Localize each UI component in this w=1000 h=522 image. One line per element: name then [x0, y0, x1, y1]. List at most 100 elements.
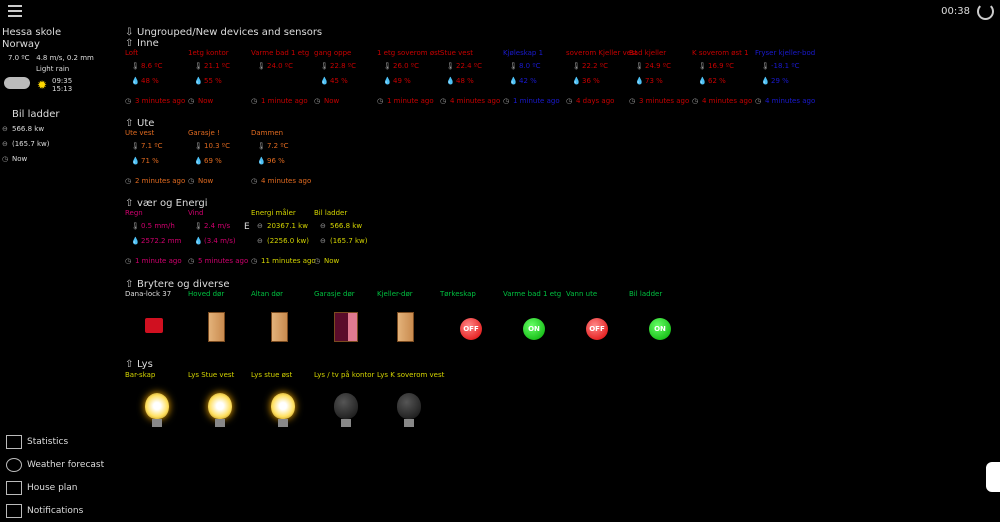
sunset: 15:13: [52, 85, 73, 93]
sensor-name: soverom Kjeller vest: [566, 49, 638, 57]
lightbulb-on-icon[interactable]: [208, 393, 232, 427]
nav-house-plan[interactable]: House plan: [6, 476, 104, 499]
sensor-card[interactable]: Varme bad 1 etg🌡24.0 ºC◷1 minute ago: [251, 49, 314, 107]
sensor-time-row: ◷4 minutes ago: [251, 177, 311, 185]
section-ute[interactable]: ⇧Ute: [125, 118, 154, 129]
bulb-glass: [271, 393, 295, 419]
sensor-value-row: 🌡-18.1 ºC: [761, 62, 800, 70]
switch-card[interactable]: Hoved dør: [188, 290, 251, 350]
refresh-icon[interactable]: [977, 3, 994, 20]
section-brytere[interactable]: ⇧Brytere og diverse: [125, 279, 230, 290]
on-button-icon[interactable]: ON: [649, 318, 671, 340]
section-title: Brytere og diverse: [137, 279, 230, 290]
last-update: Now: [198, 97, 214, 105]
sensor-card[interactable]: soverom Kjeller vest🌡22.2 ºC💧36 %◷4 days…: [566, 49, 637, 107]
sensor-card[interactable]: Kjøleskap 1🌡8.0 ºC💧42 %◷1 minute ago: [503, 49, 566, 107]
light-card[interactable]: Lys K soverom vest: [377, 371, 444, 431]
humidity-icon: 💧: [194, 77, 203, 85]
sensor-card[interactable]: Loft🌡8.6 ºC💧48 %◷3 minutes ago: [125, 49, 188, 107]
sensor-card[interactable]: Dammen🌡7.2 ºC💧96 %◷4 minutes ago: [251, 129, 314, 187]
sensor-value: 20367.1 kw: [267, 222, 308, 230]
sensor-time-row: ◷4 minutes ago: [692, 97, 752, 105]
off-button-icon[interactable]: OFF: [586, 318, 608, 340]
sensor-card[interactable]: K soverom øst 1🌡16.9 ºC💧62 %◷4 minutes a…: [692, 49, 755, 107]
light-card[interactable]: Bar-skap: [125, 371, 188, 431]
on-button-icon[interactable]: ON: [523, 318, 545, 340]
sensor-value: 55 %: [204, 77, 222, 85]
nav-weather-forecast[interactable]: Weather forecast: [6, 453, 104, 476]
section-ungrouped[interactable]: ⇩Ungrouped/New devices and sensors: [125, 27, 322, 38]
sensor-card[interactable]: gang oppe🌡22.8 ºC💧45 %◷Now: [314, 49, 377, 107]
clock-icon: ◷: [251, 257, 258, 265]
sunrise: 09:35: [52, 77, 73, 85]
sensor-card[interactable]: Vind🌡2.4 m/s💧(3.4 m/s)◷5 minutes ago: [188, 209, 251, 267]
thermometer-icon: 🌡: [761, 62, 770, 70]
thermometer-icon: 🌡: [257, 62, 266, 70]
sensor-card[interactable]: Stue vest🌡22.4 ºC💧48 %◷4 minutes ago: [440, 49, 503, 107]
lightbulb-off-icon[interactable]: [397, 393, 421, 427]
section-inne[interactable]: ⇧Inne: [125, 38, 159, 49]
last-update: 1 minute ago: [513, 97, 560, 105]
switch-card[interactable]: Altan dør: [251, 290, 314, 350]
door-open-icon[interactable]: [334, 312, 358, 342]
side-panel-toggle-button[interactable]: [986, 462, 1000, 492]
bulb-glass: [208, 393, 232, 419]
switch-card[interactable]: Kjeller-dør: [377, 290, 440, 350]
lightbulb-off-icon[interactable]: [334, 393, 358, 427]
light-card[interactable]: Lys Stue vest: [188, 371, 251, 431]
sensor-value-row: 💧48 %: [131, 77, 159, 85]
sensor-value: 8.6 ºC: [141, 62, 163, 70]
bulb-base: [341, 419, 351, 427]
sensor-card[interactable]: 1 etg soverom øst🌡26.0 ºC💧49 %◷1 minute …: [377, 49, 441, 107]
unlocked-padlock-icon[interactable]: [145, 318, 163, 333]
hamburger-menu-icon[interactable]: [8, 5, 22, 17]
last-update: 3 minutes ago: [135, 97, 186, 105]
off-button-icon[interactable]: OFF: [460, 318, 482, 340]
sensor-value-row: 💧73 %: [635, 77, 663, 85]
sensor-value-row: 💧45 %: [320, 77, 348, 85]
switch-card[interactable]: Dana-lock 37: [125, 290, 188, 350]
door-closed-icon[interactable]: [271, 312, 288, 342]
sensor-value: 2.4 m/s: [204, 222, 231, 230]
sensor-name: 1etg kontor: [188, 49, 229, 57]
thermometer-icon: 🌡: [509, 62, 518, 70]
last-update: 2 minutes ago: [135, 177, 186, 185]
last-update: 1 minute ago: [261, 97, 308, 105]
door-closed-icon[interactable]: [397, 312, 414, 342]
sensor-card[interactable]: Bil ladder⊖566.8 kw⊖(165.7 kw)◷Now: [314, 209, 377, 267]
sensor-card[interactable]: Ute vest🌡7.1 ºC💧71 %◷2 minutes ago: [125, 129, 188, 187]
sensor-value: 22.4 ºC: [456, 62, 482, 70]
sensor-value: 71 %: [141, 157, 159, 165]
sensor-card[interactable]: Fryser kjeller-bod🌡-18.1 ºC💧29 %◷4 minut…: [755, 49, 818, 107]
nav-statistics[interactable]: Statistics: [6, 430, 104, 453]
light-card[interactable]: Lys stue øst: [251, 371, 314, 431]
thermometer-icon: 🌡: [131, 62, 140, 70]
arrow-up-icon: ⇧: [125, 279, 134, 290]
switch-card[interactable]: Garasje dør: [314, 290, 377, 350]
lightbulb-on-icon[interactable]: [271, 393, 295, 427]
sensor-card[interactable]: 1etg kontor🌡21.1 ºC💧55 %◷Now: [188, 49, 251, 107]
clock-icon: ◷: [188, 177, 195, 185]
sensor-value-row: 🌡24.0 ºC: [257, 62, 293, 70]
sensor-value-row: 💧69 %: [194, 157, 222, 165]
sensor-value: 48 %: [141, 77, 159, 85]
door-closed-icon[interactable]: [208, 312, 225, 342]
sensor-value-row: 💧2572.2 mm: [131, 237, 181, 245]
light-card[interactable]: Lys / tv på kontor: [314, 371, 377, 431]
sensor-value-row: 💧55 %: [194, 77, 222, 85]
nav-notifications[interactable]: Notifications: [6, 499, 104, 522]
lightbulb-on-icon[interactable]: [145, 393, 169, 427]
section-vaer[interactable]: ⇧vær og Energi: [125, 198, 208, 209]
sensor-card[interactable]: Bad kjeller🌡24.9 ºC💧73 %◷3 minutes ago: [629, 49, 692, 107]
clock-icon: ◷: [377, 97, 384, 105]
section-lys[interactable]: ⇧Lys: [125, 359, 153, 370]
sensor-card[interactable]: Energi måler⊖20367.1 kw⊖(2256.0 kw)◷11 m…: [251, 209, 316, 267]
sensor-card[interactable]: Garasje !🌡10.3 ºC💧69 %◷Now: [188, 129, 251, 187]
last-update: 4 days ago: [576, 97, 615, 105]
sensor-card[interactable]: Regn🌡0.5 mm/h💧2572.2 mm◷1 minute ago: [125, 209, 188, 267]
sensor-time-row: ◷1 minute ago: [377, 97, 434, 105]
